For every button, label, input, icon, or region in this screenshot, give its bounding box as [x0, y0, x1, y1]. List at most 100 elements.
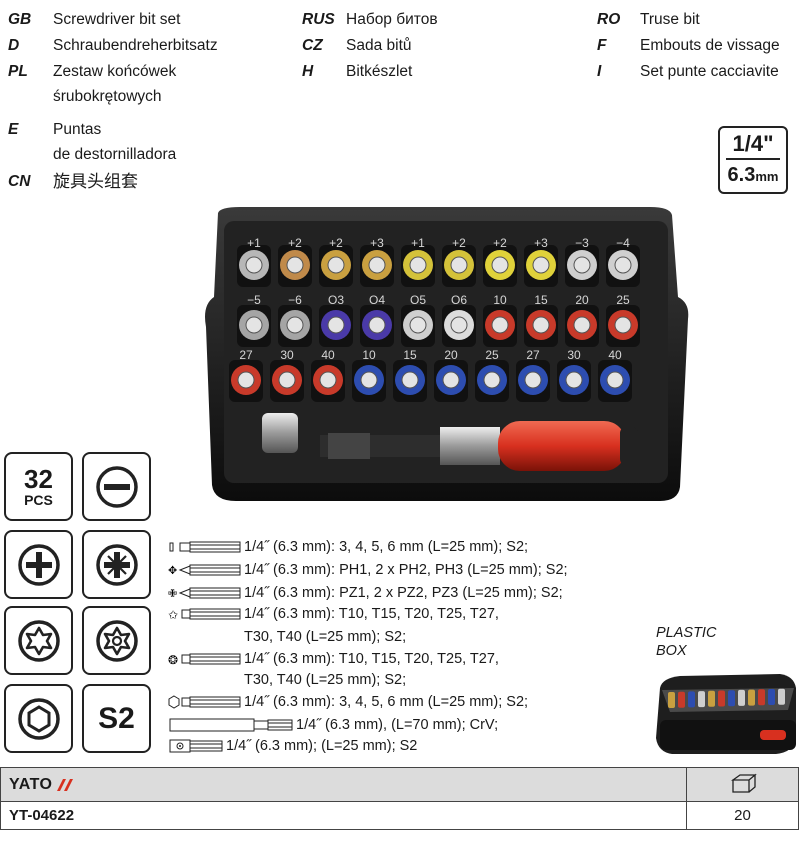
- drive-size-mm: 6.3mm: [720, 160, 786, 192]
- product-table-header: YATO: [0, 767, 799, 802]
- bit-tip: [573, 256, 591, 274]
- bit-tip: [442, 371, 460, 389]
- slotted-badge: [82, 452, 151, 521]
- phillips-icon: [17, 543, 60, 586]
- spec-hex-text: 1/4˝ (6.3 mm): 3, 4, 5, 6 mm (L=25 mm); …: [244, 694, 529, 710]
- bit-label: −6: [288, 293, 302, 307]
- spec-slotted: 1/4˝ (6.3 mm): 3, 4, 5, 6 mm (L=25 mm); …: [168, 538, 528, 557]
- box-bit: [748, 689, 755, 706]
- lang-code: CN: [8, 173, 31, 190]
- lang-text: Truse bit: [640, 11, 700, 28]
- material-label: S2: [98, 701, 135, 735]
- spec-phillips: ✥ 1/4˝ (6.3 mm): PH1, 2 x PH2, PH3 (L=25 …: [168, 561, 568, 580]
- svg-text:❂: ❂: [168, 653, 178, 666]
- bit-tip: [401, 371, 419, 389]
- bit-label: +2: [329, 236, 343, 250]
- lang-code: E: [8, 121, 19, 138]
- bit-adapter: [262, 413, 298, 453]
- torx-badge: [4, 606, 73, 675]
- pozidriv-badge: [82, 530, 151, 599]
- bit-label: +1: [411, 236, 425, 250]
- bit-label: +2: [288, 236, 302, 250]
- bit-label: 40: [608, 348, 622, 362]
- bit-tip: [483, 371, 501, 389]
- bit-label: 25: [616, 293, 630, 307]
- bit-tip: [245, 316, 263, 334]
- bit-tip: [491, 256, 509, 274]
- torx-tamper-bit-icon: ❂: [168, 653, 241, 666]
- lang-code: CZ: [302, 37, 323, 54]
- package-quantity: 20: [686, 801, 799, 830]
- bit-tip: [532, 256, 550, 274]
- spec-torx-tamper: ❂ 1/4˝ (6.3 mm): T10, T15, T20, T25, T27,: [168, 650, 499, 669]
- box-bit: [768, 689, 775, 705]
- bit-label: O5: [410, 293, 426, 307]
- spec-holder: 1/4˝ (6.3 mm), (L=70 mm); CrV;: [168, 716, 498, 735]
- brand-logo: YATO: [9, 776, 76, 794]
- bit-label: 30: [280, 348, 294, 362]
- bit-label: +3: [370, 236, 384, 250]
- bit-label: 40: [321, 348, 335, 362]
- lang-e: E Puntas de destornilladora: [8, 120, 288, 164]
- bit-label: O4: [369, 293, 385, 307]
- bit-label: 27: [526, 348, 540, 362]
- bit-label: 15: [403, 348, 417, 362]
- bit-tip: [368, 256, 386, 274]
- lang-cz: CZ Sada bitů: [302, 36, 542, 58]
- brand-stripes-icon: [56, 778, 73, 791]
- spec-adapter: 1/4˝ (6.3 mm); (L=25 mm); S2: [168, 737, 417, 756]
- bit-tip: [614, 256, 632, 274]
- box-bit: [758, 689, 765, 706]
- spec-torx-tamper-line2: T30, T40 (L=25 mm); S2;: [244, 672, 407, 688]
- bit-tip: [327, 256, 345, 274]
- bit-label: 15: [534, 293, 548, 307]
- lang-code: GB: [8, 11, 32, 28]
- lang-rus: RUS Набор битов: [302, 10, 542, 32]
- drive-size-mm-unit: mm: [755, 169, 779, 184]
- svg-text:✥: ✥: [168, 564, 177, 577]
- bit-tip: [450, 316, 468, 334]
- plastic-box-label-line1: PLASTIC: [656, 625, 717, 641]
- bit-row-2: [237, 305, 640, 347]
- bit-label: 20: [444, 348, 458, 362]
- bit-tip: [565, 371, 583, 389]
- plastic-box-label-line2: BOX: [656, 643, 687, 659]
- lang-code: F: [597, 37, 607, 54]
- lang-text: 旋具头组套: [53, 172, 138, 191]
- bit-label: +1: [247, 236, 261, 250]
- lang-text: Embouts de vissage: [640, 37, 780, 54]
- brand-cell: YATO: [0, 767, 687, 802]
- package-icon: [730, 773, 757, 793]
- bit-tip: [237, 371, 255, 389]
- lang-text: Set punte cacciavite: [640, 63, 779, 80]
- drive-size-mm-value: 6.3: [727, 164, 756, 186]
- lang-h: H Bitkészlet: [302, 62, 542, 84]
- bit-tip: [286, 316, 304, 334]
- plastic-box-image: [656, 674, 796, 754]
- spec-phillips-text: 1/4˝ (6.3 mm): PH1, 2 x PH2, PH3 (L=25 m…: [244, 562, 568, 578]
- lang-text: Puntas: [53, 121, 102, 138]
- lang-text: śrubokrętowych: [53, 88, 162, 105]
- bit-label: 10: [493, 293, 507, 307]
- bit-label: +3: [534, 236, 548, 250]
- bit-label: O6: [451, 293, 467, 307]
- svg-text:✙: ✙: [168, 587, 177, 600]
- pieces-unit: PCS: [24, 491, 53, 508]
- material-badge: S2: [82, 684, 151, 753]
- lang-code: PL: [8, 63, 28, 80]
- spec-torx-tamper-text: 1/4˝ (6.3 mm): T10, T15, T20, T25, T27,: [244, 651, 499, 667]
- bit-label: 27: [239, 348, 253, 362]
- spec-torx-text: 1/4˝ (6.3 mm): T10, T15, T20, T25, T27,: [244, 606, 499, 622]
- pozidriv-bit-icon: ✙: [168, 587, 241, 600]
- lang-text: Sada bitů: [346, 37, 412, 54]
- lang-text: Schraubendreherbitsatz: [53, 37, 218, 54]
- spec-torx-line2: T30, T40 (L=25 mm); S2;: [244, 629, 407, 645]
- pieces-badge: 32 PCS: [4, 452, 73, 521]
- pieces-count: 32: [24, 463, 53, 494]
- magnetic-holder-sleeve: [440, 427, 500, 465]
- lang-i: I Set punte cacciavite: [597, 62, 797, 84]
- box-bit: [688, 691, 695, 708]
- lang-pl: PL Zestaw końcówek śrubokrętowych: [8, 62, 288, 106]
- torx-tamper-icon: [95, 619, 138, 662]
